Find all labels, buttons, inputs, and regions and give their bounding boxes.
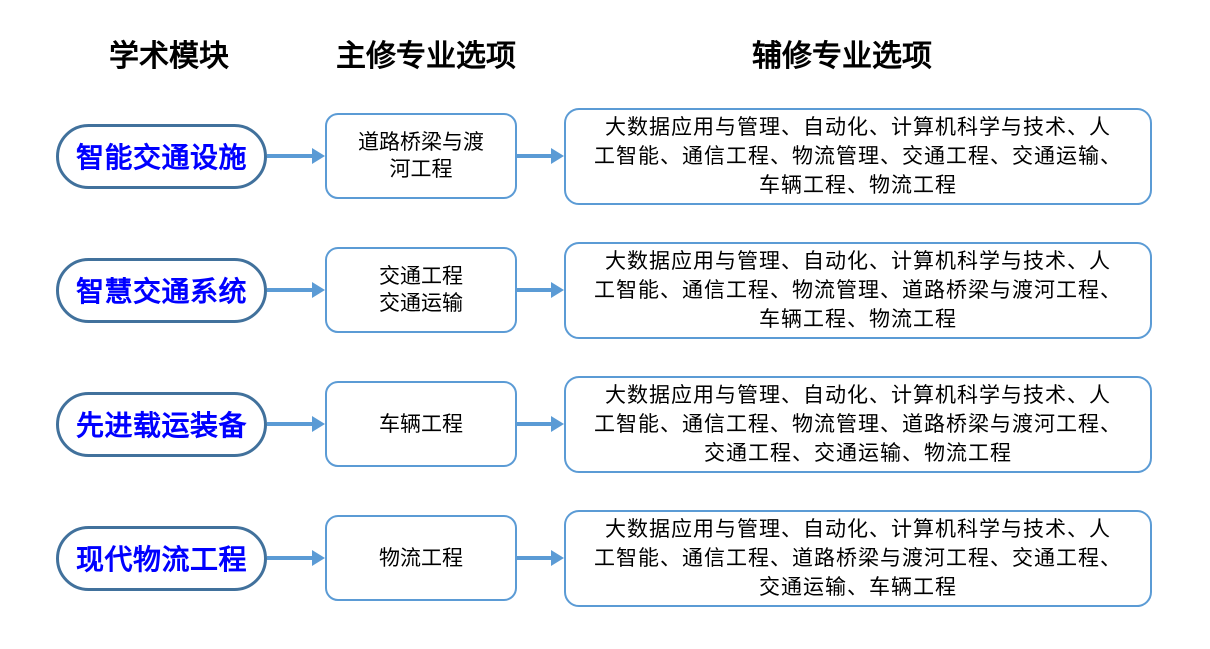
minor-line: 大数据应用与管理、自动化、计算机科学与技术、人	[605, 249, 1111, 273]
major-line: 交通工程	[379, 265, 463, 288]
arrow-line	[517, 422, 551, 426]
module-label: 智慧交通系统	[75, 276, 247, 307]
arrow-head-icon	[551, 416, 564, 432]
minor-line: 大数据应用与管理、自动化、计算机科学与技术、人	[605, 383, 1111, 407]
flow-diagram: 智能交通设施 道路桥梁与渡 河工程 大数据应用与管理、自动化、计算机科学与技术、…	[56, 89, 1152, 625]
arrow-line	[517, 556, 551, 560]
minor-line: 交通工程、交通运输、物流工程	[704, 441, 1012, 465]
major-box: 车辆工程	[325, 381, 517, 467]
arrow-right-icon	[267, 148, 325, 164]
major-line: 道路桥梁与渡	[358, 131, 484, 154]
module-pill: 智慧交通系统	[56, 257, 267, 323]
minor-line: 大数据应用与管理、自动化、计算机科学与技术、人	[605, 115, 1111, 139]
module-label: 先进载运装备	[75, 410, 247, 441]
minor-line: 工智能、通信工程、物流管理、道路桥梁与渡河工程、	[594, 278, 1122, 302]
flow-row-1: 智能交通设施 道路桥梁与渡 河工程 大数据应用与管理、自动化、计算机科学与技术、…	[56, 89, 1152, 223]
arrow-head-icon	[551, 550, 564, 566]
module-pill: 先进载运装备	[56, 391, 267, 457]
flow-row-2: 智慧交通系统 交通工程 交通运输 大数据应用与管理、自动化、计算机科学与技术、人…	[56, 223, 1152, 357]
major-line: 物流工程	[379, 546, 463, 570]
module-label: 现代物流工程	[75, 544, 247, 575]
minor-box: 大数据应用与管理、自动化、计算机科学与技术、人 工智能、通信工程、物流管理、交通…	[564, 107, 1152, 205]
column-header-minor: 辅修专业选项	[752, 40, 932, 73]
minor-box: 大数据应用与管理、自动化、计算机科学与技术、人 工智能、通信工程、物流管理、道路…	[564, 241, 1152, 339]
minor-line: 车辆工程、物流工程	[759, 307, 957, 331]
arrow-right-icon	[517, 550, 564, 566]
minor-box: 大数据应用与管理、自动化、计算机科学与技术、人 工智能、通信工程、物流管理、道路…	[564, 375, 1152, 473]
arrow-line	[517, 288, 551, 292]
minor-box: 大数据应用与管理、自动化、计算机科学与技术、人 工智能、通信工程、道路桥梁与渡河…	[564, 509, 1152, 607]
column-header-module: 学术模块	[109, 40, 229, 73]
major-box: 物流工程	[325, 515, 517, 601]
major-line: 车辆工程	[379, 412, 463, 436]
arrow-line	[517, 154, 551, 158]
module-pill: 现代物流工程	[56, 525, 267, 591]
arrow-line	[267, 154, 312, 158]
module-pill: 智能交通设施	[56, 123, 267, 189]
arrow-right-icon	[267, 550, 325, 566]
major-box: 交通工程 交通运输	[325, 247, 517, 333]
flow-row-3: 先进载运装备 车辆工程 大数据应用与管理、自动化、计算机科学与技术、人 工智能、…	[56, 357, 1152, 491]
module-label: 智能交通设施	[75, 142, 247, 173]
arrow-line	[267, 422, 312, 426]
minor-line: 交通运输、车辆工程	[759, 575, 957, 599]
major-box: 道路桥梁与渡 河工程	[325, 113, 517, 199]
arrow-head-icon	[551, 148, 564, 164]
arrow-right-icon	[517, 282, 564, 298]
major-line: 河工程	[389, 158, 453, 181]
arrow-head-icon	[312, 416, 325, 432]
arrow-line	[267, 288, 312, 292]
arrow-line	[267, 556, 312, 560]
arrow-right-icon	[267, 282, 325, 298]
arrow-right-icon	[517, 416, 564, 432]
minor-line: 工智能、通信工程、物流管理、道路桥梁与渡河工程、	[594, 412, 1122, 436]
arrow-head-icon	[551, 282, 564, 298]
major-line: 交通运输	[379, 292, 463, 315]
arrow-head-icon	[312, 550, 325, 566]
flow-row-4: 现代物流工程 物流工程 大数据应用与管理、自动化、计算机科学与技术、人 工智能、…	[56, 491, 1152, 625]
arrow-head-icon	[312, 148, 325, 164]
minor-line: 大数据应用与管理、自动化、计算机科学与技术、人	[605, 517, 1111, 541]
column-header-major: 主修专业选项	[336, 40, 516, 73]
minor-line: 车辆工程、物流工程	[759, 173, 957, 197]
arrow-right-icon	[267, 416, 325, 432]
arrow-right-icon	[517, 148, 564, 164]
arrow-head-icon	[312, 282, 325, 298]
minor-line: 工智能、通信工程、物流管理、交通工程、交通运输、	[594, 144, 1122, 168]
minor-line: 工智能、通信工程、道路桥梁与渡河工程、交通工程、	[594, 546, 1122, 570]
